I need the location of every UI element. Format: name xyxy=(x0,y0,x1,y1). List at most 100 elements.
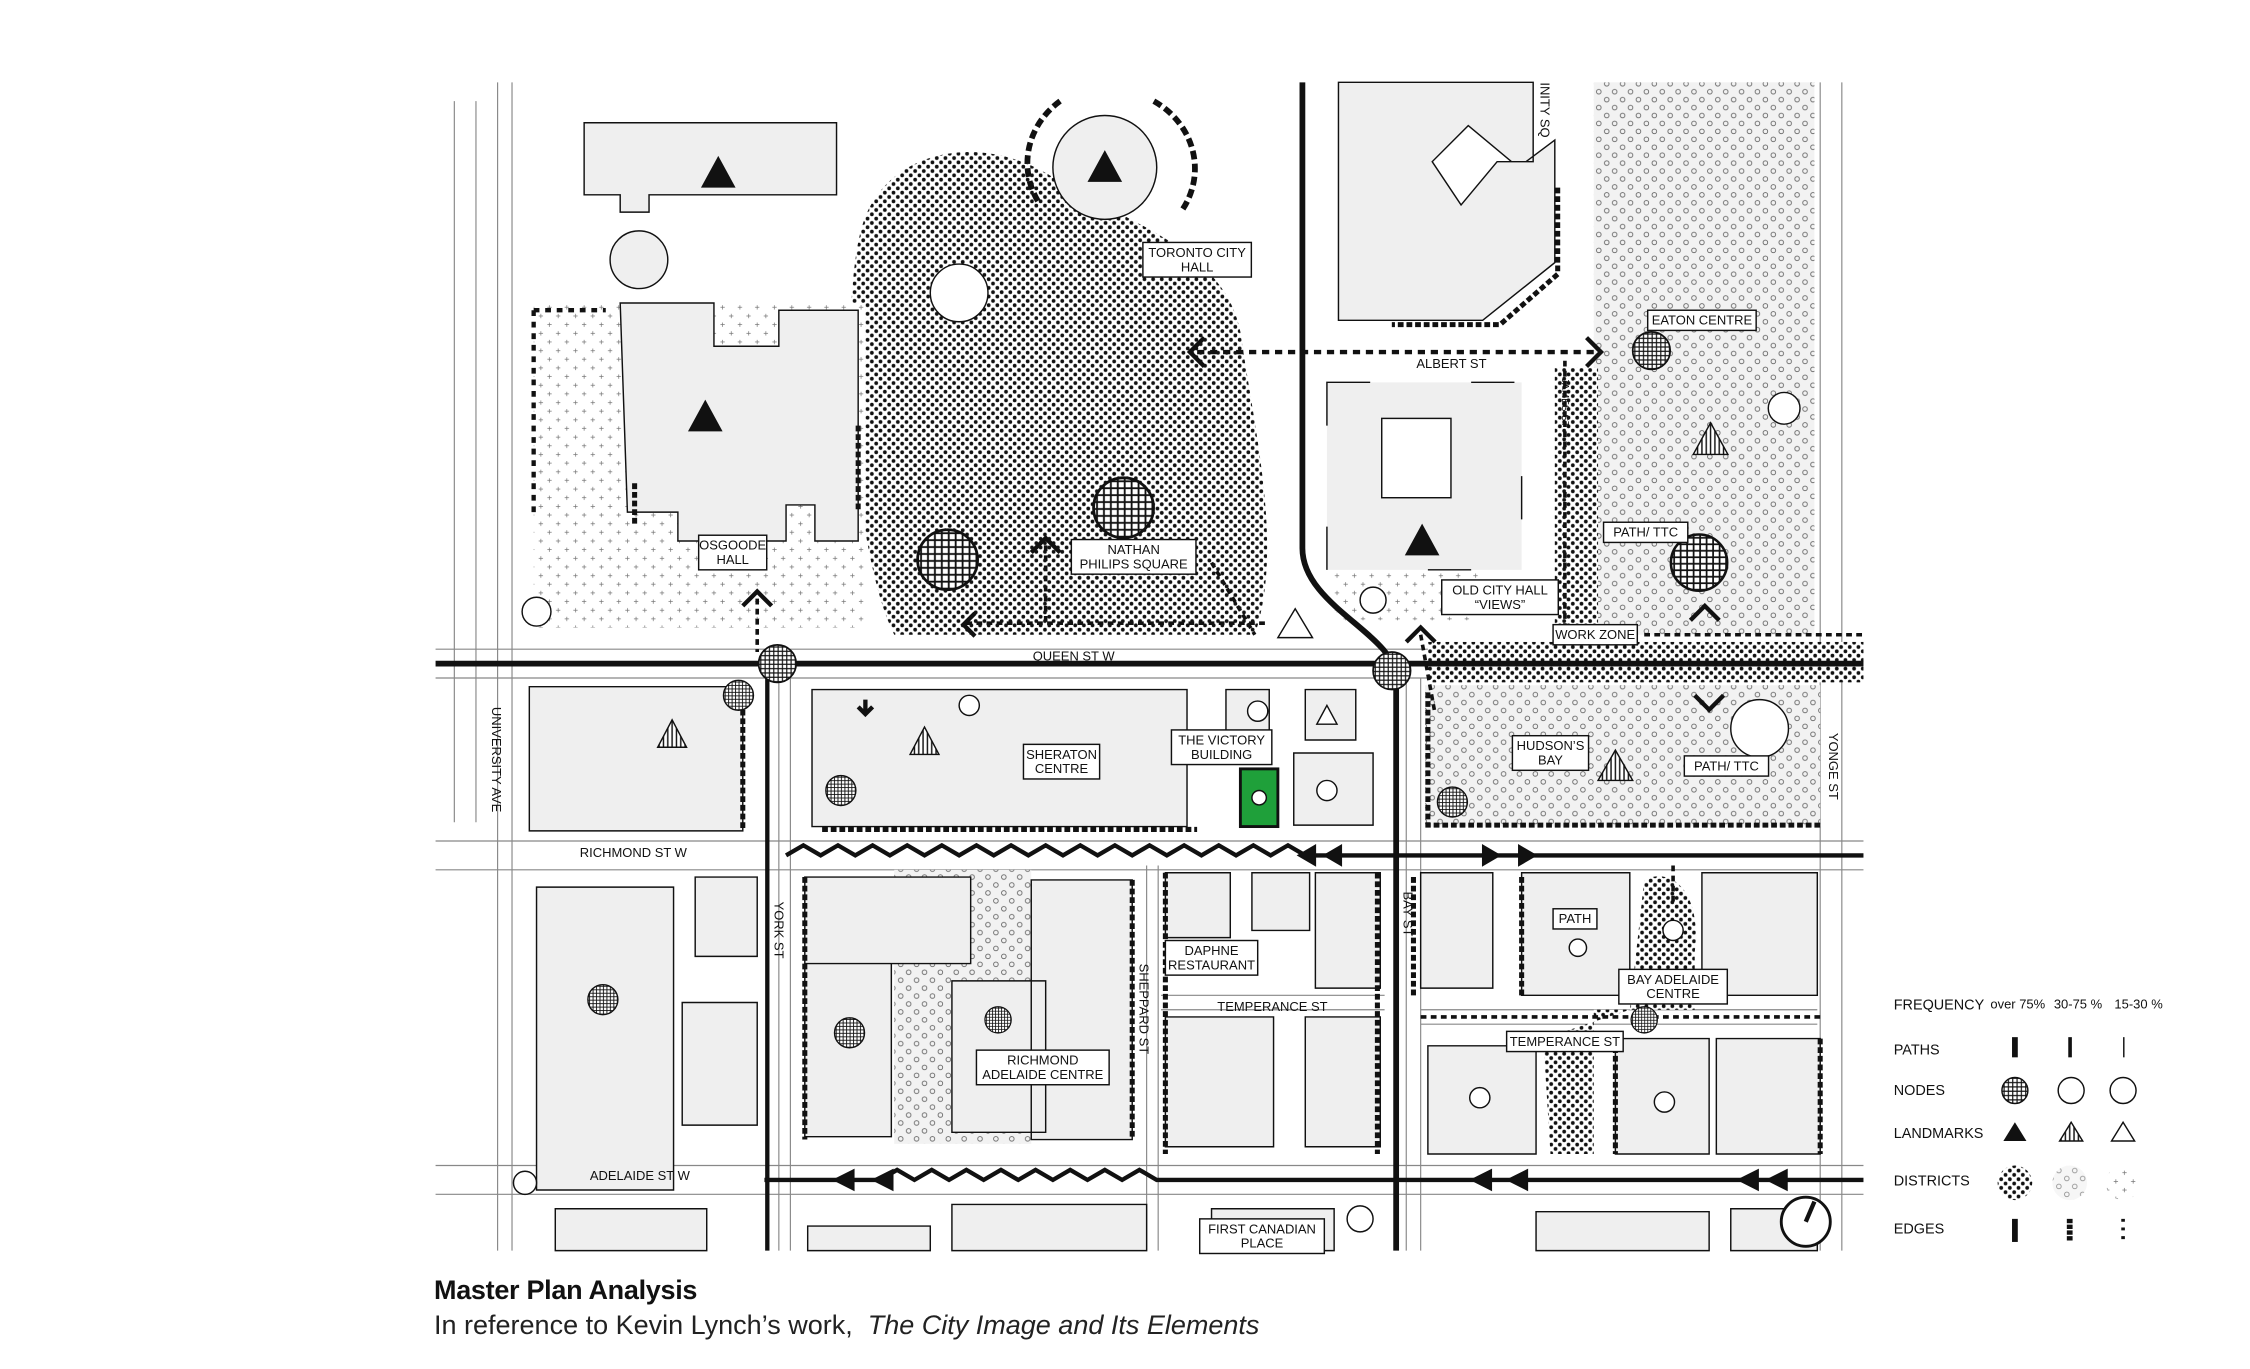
figure-title: Master Plan Analysis xyxy=(434,1275,698,1305)
figure-subtitle: In reference to Kevin Lynch’s work, The … xyxy=(434,1310,1259,1341)
callout-work-zone: WORK ZONE xyxy=(1552,623,1639,646)
street-label: RICHMOND ST W xyxy=(580,845,688,860)
callout-label: THE VICTORY xyxy=(1178,732,1265,747)
callout-box xyxy=(697,534,768,571)
callout-box xyxy=(1142,241,1253,278)
node-high xyxy=(1631,330,1672,371)
legend-column: 15-30 % xyxy=(2114,996,2163,1011)
street-label: TEMPERANCE ST xyxy=(1217,999,1327,1014)
callout-box xyxy=(1511,734,1590,772)
landmark-triangle-icon xyxy=(656,421,1730,782)
street-label: BAY ST xyxy=(1400,891,1415,936)
callout-box xyxy=(975,1049,1110,1086)
node-high xyxy=(587,983,619,1016)
callout-eaton: EATON CENTRE xyxy=(1646,309,1757,332)
street-label: ADELAIDE ST W xyxy=(590,1168,691,1183)
callout-label: DAPHNE xyxy=(1185,943,1239,958)
callout-label: ADELAIDE CENTRE xyxy=(982,1067,1103,1082)
legend-column: 30-75 % xyxy=(2054,996,2103,1011)
callout-label: OSGOODE xyxy=(699,538,766,553)
callout-label: HALL xyxy=(1181,259,1213,274)
callout-label: CENTRE xyxy=(1646,986,1700,1001)
callout-label: OLD CITY HALL xyxy=(1452,582,1548,597)
legend-row-label: DISTRICTS xyxy=(1894,1174,1970,1190)
callout-old-city-hall: OLD CITY HALL“VIEWS” xyxy=(1441,579,1559,616)
node-high xyxy=(984,1006,1012,1034)
callout-box xyxy=(1646,309,1757,332)
caption: Master Plan Analysis In reference to Kev… xyxy=(434,1275,1259,1341)
legend: FREQUENCY over 75% 30-75 % 15-30 % PATHS… xyxy=(1894,996,2163,1242)
legend-header: FREQUENCY xyxy=(1894,998,1985,1014)
callout-temperance-2: TEMPERANCE ST xyxy=(1505,1030,1624,1053)
node-high xyxy=(1092,476,1155,540)
callout-label: PATH/ TTC xyxy=(1694,758,1759,773)
callout-box xyxy=(1164,939,1259,976)
callout-box xyxy=(1618,968,1729,1005)
node-high xyxy=(722,679,755,712)
node-high xyxy=(1630,1006,1658,1034)
callout-box xyxy=(1022,743,1101,780)
street-label: QUEEN ST W xyxy=(1033,649,1116,664)
landmarks xyxy=(656,150,1730,782)
nodes xyxy=(512,263,1801,1233)
callout-label: RESTAURANT xyxy=(1168,957,1255,972)
callout-label: HALL xyxy=(716,552,748,567)
callout-label: SHERATON xyxy=(1026,747,1097,762)
callout-label: CENTRE xyxy=(1035,761,1089,776)
node-high xyxy=(757,643,798,684)
street-label: SHEPPARD ST xyxy=(1136,964,1151,1055)
node-high xyxy=(1436,786,1469,818)
district-bay-adelaide xyxy=(1543,876,1696,1154)
district-james-st xyxy=(1554,367,1599,642)
node-high xyxy=(916,528,979,592)
callout-label: EATON CENTRE xyxy=(1652,313,1753,328)
callout-box xyxy=(1070,538,1197,575)
subtitle-prefix: In reference to Kevin Lynch’s work, xyxy=(434,1310,853,1340)
node-high xyxy=(1372,651,1412,691)
street-label: ALBERT ST xyxy=(1416,356,1486,371)
street-labels: QUEEN ST W RICHMOND ST W ADELAIDE ST W A… xyxy=(489,82,1841,1183)
callout-path-ttc-1: PATH/ TTC xyxy=(1602,521,1689,544)
landmark-triangle-icon xyxy=(1276,607,1339,725)
node-high xyxy=(825,774,857,807)
street-label: INITY SQ xyxy=(1537,82,1552,137)
node-high xyxy=(833,1017,866,1049)
callout-box xyxy=(1170,729,1273,766)
callout-box xyxy=(1683,755,1770,777)
callout-label: TEMPERANCE ST xyxy=(1510,1034,1620,1049)
legend-row-label: LANDMARKS xyxy=(1894,1126,1984,1142)
node-low xyxy=(929,263,989,323)
legend-row-label: NODES xyxy=(1894,1083,1945,1099)
path-adelaide-st xyxy=(764,1167,1864,1183)
callout-label: FIRST CANADIAN xyxy=(1208,1221,1316,1236)
street-label: YORK ST xyxy=(772,902,787,959)
callout-label: WORK ZONE xyxy=(1555,627,1635,642)
callout-box xyxy=(1198,1218,1326,1255)
callout-label: RICHMOND xyxy=(1007,1053,1078,1068)
callout-label: PATH xyxy=(1559,911,1592,926)
callout-box xyxy=(1552,908,1598,930)
legend-row-label: EDGES xyxy=(1894,1221,1944,1237)
callout-box xyxy=(1602,521,1689,544)
callout-box xyxy=(1505,1030,1624,1053)
callout-label: PHILIPS SQUARE xyxy=(1080,556,1188,571)
callout-label: TORONTO CITY xyxy=(1148,245,1246,260)
callout-label: “VIEWS” xyxy=(1475,597,1525,612)
callout-path-ttc-2: PATH/ TTC xyxy=(1683,755,1770,777)
callout-label: PATH/ TTC xyxy=(1613,525,1678,540)
north-arrow-icon xyxy=(1779,1195,1832,1248)
callout-label: HUDSON’S xyxy=(1517,738,1585,753)
street-label: YONGE ST xyxy=(1826,733,1841,800)
